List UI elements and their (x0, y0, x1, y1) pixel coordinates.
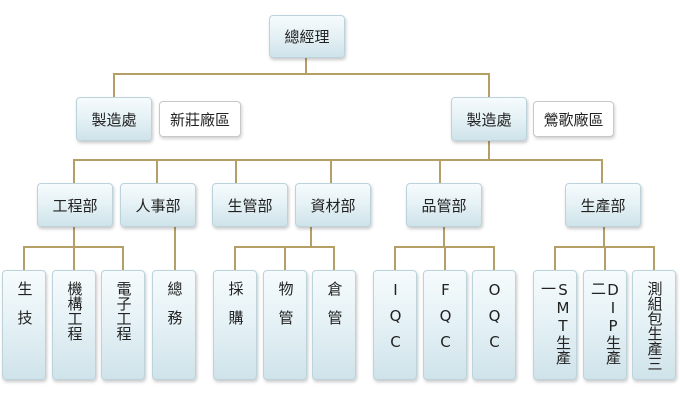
connector (493, 246, 495, 270)
connector (23, 246, 25, 270)
connector (554, 246, 556, 270)
connector (439, 159, 441, 183)
unit-node: 倉管 (312, 270, 356, 380)
connector (73, 227, 75, 247)
connector (305, 58, 307, 74)
connector (488, 141, 490, 160)
department-node: 工程部 (37, 183, 113, 227)
unit-node: OQC (472, 270, 516, 380)
connector (73, 159, 603, 161)
connector (333, 246, 335, 270)
connector (653, 246, 655, 270)
unit-node: 總務 (152, 270, 196, 380)
department-node: 人事部 (120, 183, 196, 227)
connector (310, 227, 312, 247)
unit-node: 物管 (263, 270, 307, 380)
unit-node: 測組包生產三 (632, 270, 676, 380)
unit-node: 機構工程 (52, 270, 96, 380)
connector (394, 246, 396, 270)
unit-node: 採購 (213, 270, 257, 380)
unit-node: 生技 (2, 270, 46, 380)
connector (604, 246, 606, 270)
connector (443, 227, 445, 247)
plant-label: 鶯歌廠區 (533, 101, 614, 137)
connector (444, 246, 446, 270)
department-node: 生產部 (565, 183, 641, 227)
department-node: 資材部 (295, 183, 371, 227)
connector (330, 159, 332, 183)
unit-node: IQC (373, 270, 417, 380)
unit-node: DIP生產二 (583, 270, 627, 380)
connector (235, 159, 237, 183)
connector (603, 227, 605, 247)
connector (174, 227, 176, 270)
department-node: 生管部 (212, 183, 288, 227)
connector (73, 159, 75, 183)
connector (156, 159, 158, 183)
root-node: 總經理 (269, 15, 345, 58)
plant-label: 新莊廠區 (159, 101, 241, 137)
connector (601, 159, 603, 183)
department-node: 品管部 (406, 183, 482, 227)
branch-node: 製造處 (451, 97, 527, 141)
connector (73, 246, 75, 270)
unit-node: FQC (423, 270, 467, 380)
connector (284, 246, 286, 270)
connector (113, 73, 490, 75)
unit-node: SMT生產一 (533, 270, 577, 380)
connector (122, 246, 124, 270)
connector (234, 246, 236, 270)
branch-node: 製造處 (76, 97, 152, 141)
connector (113, 73, 115, 97)
unit-node: 電子工程 (101, 270, 145, 380)
connector (488, 73, 490, 97)
